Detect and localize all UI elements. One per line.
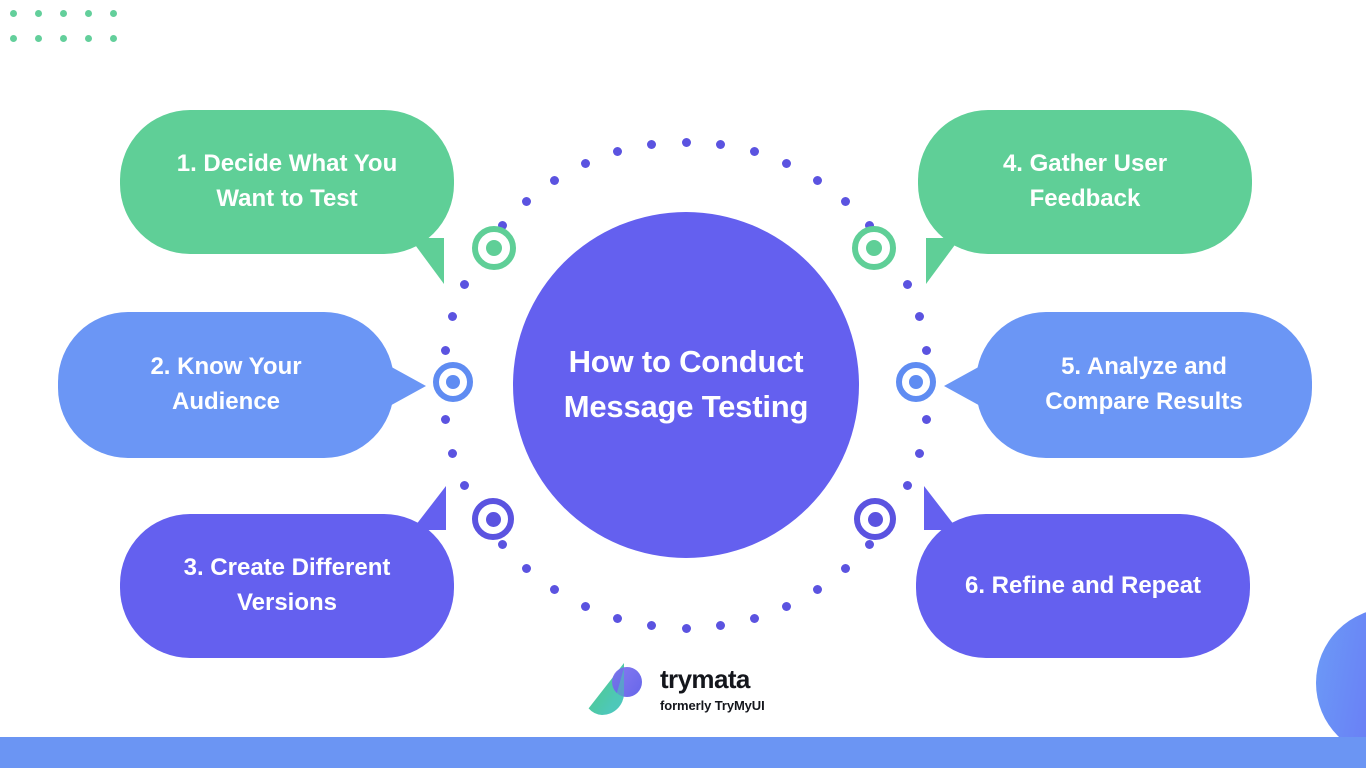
ring-dot bbox=[902, 481, 912, 491]
logo-tagline: formerly TryMyUI bbox=[660, 698, 765, 713]
ring-dot bbox=[440, 345, 450, 355]
ring-dot bbox=[522, 564, 532, 574]
bottom-accent-bar bbox=[0, 737, 1366, 768]
marker-dot-icon bbox=[909, 375, 923, 389]
ring-dot bbox=[902, 279, 912, 289]
ring-dot bbox=[716, 621, 726, 631]
ring-dot bbox=[922, 345, 932, 355]
ring-dot bbox=[460, 481, 470, 491]
ring-dot bbox=[914, 312, 924, 322]
step-marker-3 bbox=[472, 498, 514, 540]
step-label-2: 2. Know Your Audience bbox=[150, 353, 302, 415]
grid-dot bbox=[110, 10, 117, 17]
ring-dot bbox=[749, 147, 759, 157]
ring-dot bbox=[782, 601, 792, 611]
bubble-tail bbox=[944, 364, 984, 408]
bubble-tail bbox=[924, 486, 958, 530]
step-marker-1 bbox=[472, 226, 516, 270]
grid-dot bbox=[85, 35, 92, 42]
trymata-logo-icon bbox=[583, 660, 647, 718]
grid-dot bbox=[10, 35, 17, 42]
logo-wordmark: trymata formerly TryMyUI bbox=[660, 666, 765, 712]
ring-dot bbox=[497, 539, 507, 549]
step-label-3: 3. Create Different Versions bbox=[183, 554, 391, 616]
grid-dot bbox=[60, 10, 67, 17]
step-bubble-5: 5. Analyze and Compare Results bbox=[944, 312, 1312, 458]
step-marker-6 bbox=[854, 498, 896, 540]
step-bubble-1: 1. Decide What You Want to Test bbox=[120, 110, 454, 284]
step-label-1: 1. Decide What You Want to Test bbox=[176, 150, 398, 212]
ring-dot bbox=[613, 613, 623, 623]
corner-gradient-circle bbox=[1316, 608, 1366, 758]
ring-dot bbox=[440, 415, 450, 425]
step-marker-5 bbox=[896, 362, 936, 402]
ring-dot bbox=[865, 539, 875, 549]
marker-dot-icon bbox=[446, 375, 460, 389]
marker-dot-icon bbox=[867, 511, 883, 527]
grid-dot bbox=[10, 10, 17, 17]
bubble-tail bbox=[410, 238, 444, 284]
ring-dot bbox=[681, 623, 691, 633]
grid-dot bbox=[110, 35, 117, 42]
ring-dot bbox=[613, 147, 623, 157]
ring-dot bbox=[716, 139, 726, 149]
step-marker-2 bbox=[433, 362, 473, 402]
ring-dot bbox=[840, 564, 850, 574]
step-bubble-2: 2. Know Your Audience bbox=[58, 312, 426, 458]
logo-name: trymata bbox=[660, 664, 750, 694]
ring-dot bbox=[580, 601, 590, 611]
step-marker-4 bbox=[852, 226, 896, 270]
ring-dot bbox=[646, 139, 656, 149]
page-title: How to Conduct Message Testing bbox=[563, 344, 809, 424]
step-label-6: 6. Refine and Repeat bbox=[964, 571, 1202, 599]
central-hub: How to Conduct Message Testing bbox=[513, 212, 859, 558]
ring-dot bbox=[448, 312, 458, 322]
ring-dot bbox=[922, 415, 932, 425]
ring-dot bbox=[550, 584, 560, 594]
ring-dot bbox=[812, 176, 822, 186]
marker-dot-icon bbox=[866, 240, 882, 256]
marker-dot-icon bbox=[485, 511, 501, 527]
ring-dot bbox=[782, 159, 792, 169]
ring-dot bbox=[812, 584, 822, 594]
step-bubble-4: 4. Gather User Feedback bbox=[918, 110, 1252, 284]
step-bubble-3: 3. Create Different Versions bbox=[120, 486, 454, 658]
bubble-tail bbox=[386, 364, 426, 408]
ring-dot bbox=[448, 448, 458, 458]
ring-dot bbox=[522, 196, 532, 206]
grid-dot bbox=[35, 35, 42, 42]
bubble-tail bbox=[926, 238, 960, 284]
step-label-5: 5. Analyze and Compare Results bbox=[1045, 353, 1243, 415]
ring-dot bbox=[646, 621, 656, 631]
brand-logo: trymata formerly TryMyUI bbox=[583, 660, 765, 718]
step-bubble-6: 6. Refine and Repeat bbox=[916, 486, 1250, 658]
dot-grid-decoration bbox=[10, 10, 135, 60]
bubble-tail bbox=[412, 486, 446, 530]
ring-dot bbox=[749, 613, 759, 623]
step-label-4: 4. Gather User Feedback bbox=[1002, 150, 1168, 212]
ring-dot bbox=[460, 279, 470, 289]
ring-dot bbox=[681, 137, 691, 147]
grid-dot bbox=[85, 10, 92, 17]
ring-dot bbox=[550, 176, 560, 186]
ring-dot bbox=[840, 196, 850, 206]
grid-dot bbox=[35, 10, 42, 17]
ring-dot bbox=[580, 159, 590, 169]
ring-dot bbox=[914, 448, 924, 458]
grid-dot bbox=[60, 35, 67, 42]
marker-dot-icon bbox=[486, 240, 502, 256]
